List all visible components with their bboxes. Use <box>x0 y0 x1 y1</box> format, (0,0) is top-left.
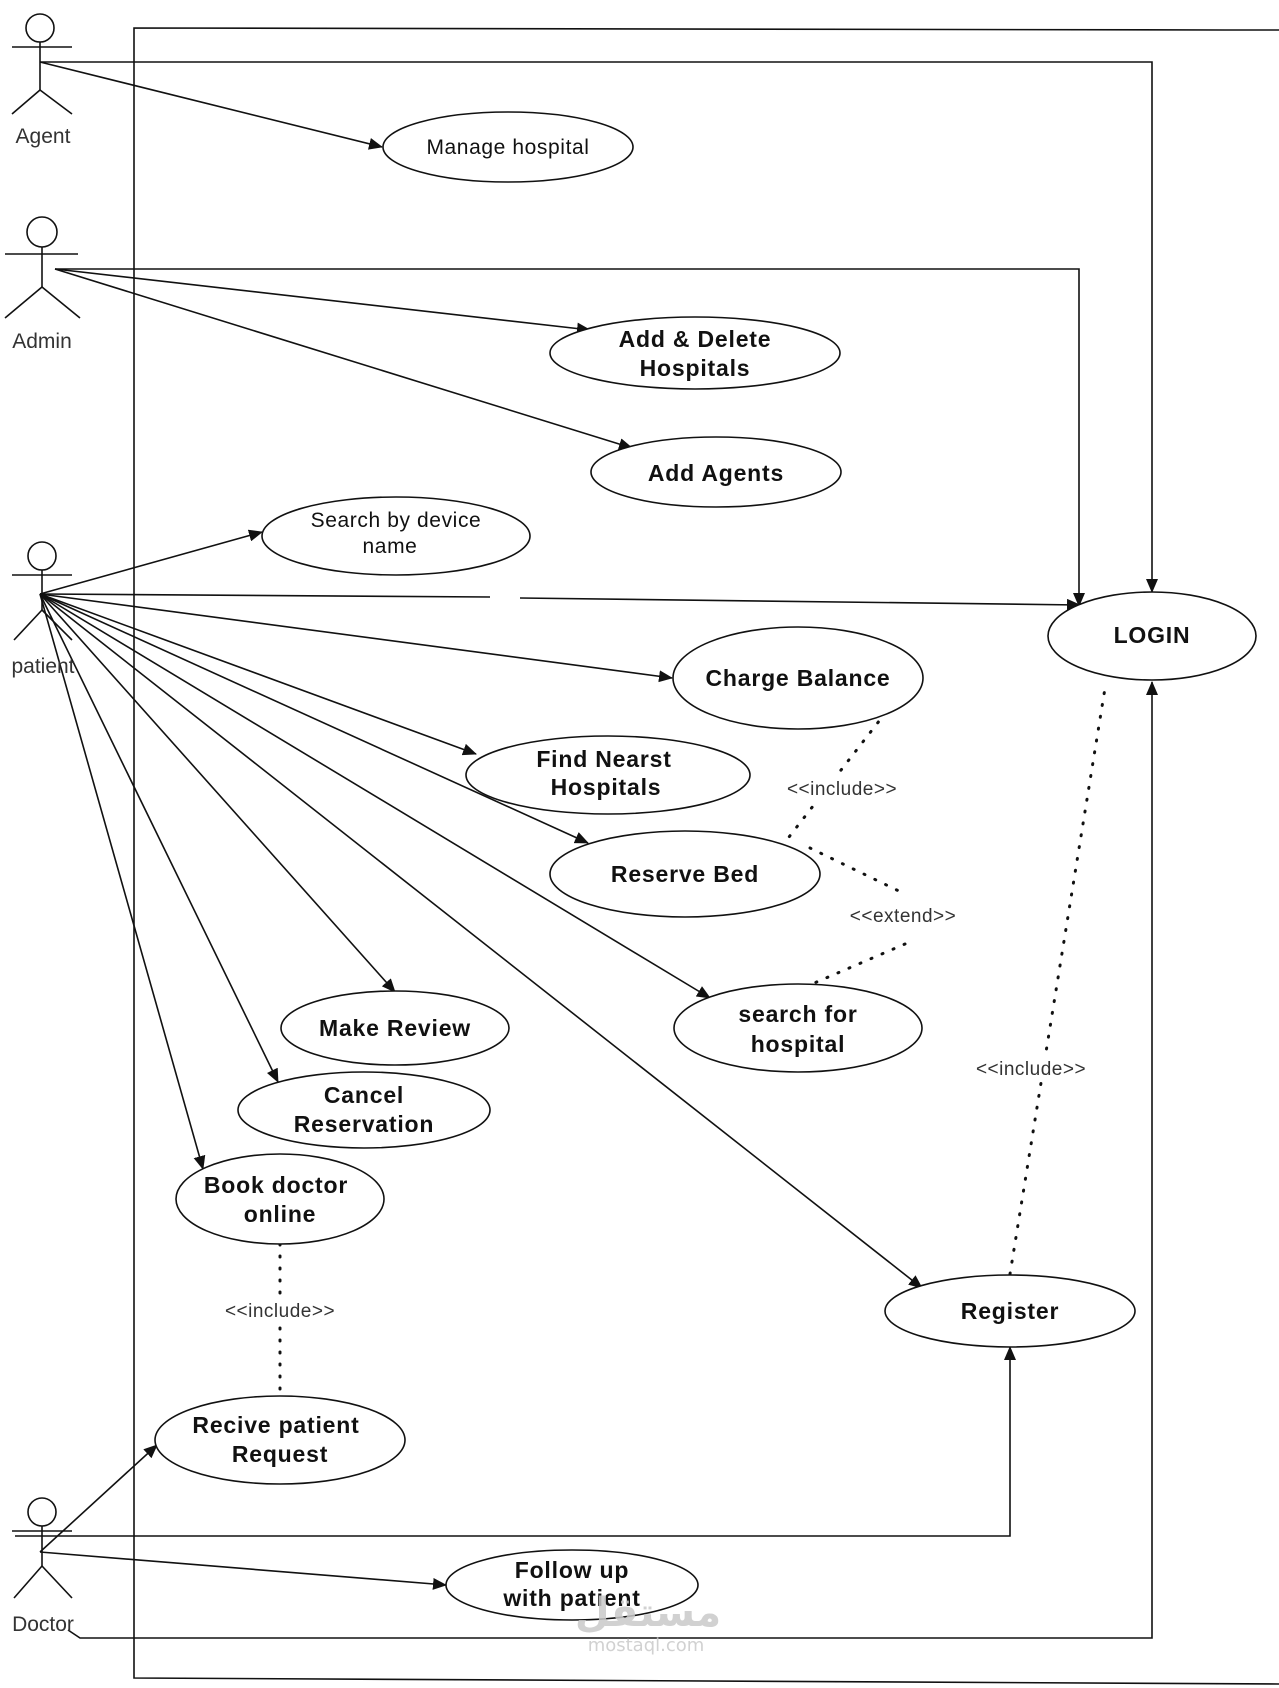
use-case-label: Cancel <box>324 1082 404 1108</box>
actor-label: Doctor <box>12 1613 74 1636</box>
use-case-label: Hospitals <box>551 774 662 800</box>
stereo-label-include-2: <<include>> <box>976 1059 1086 1080</box>
patient-to-find-nearest-line <box>39 593 477 756</box>
agent-to-login-line <box>40 61 1158 593</box>
use-case-search-for-hospital[interactable]: search for hospital <box>673 983 923 1073</box>
actor-label: Admin <box>12 330 72 353</box>
use-case-label: Reservation <box>294 1111 434 1137</box>
use-case-book-doctor-online[interactable]: Book doctor online <box>175 1153 385 1245</box>
use-case-search-by-device[interactable]: Search by device name <box>261 496 531 576</box>
use-case-label: name <box>363 535 418 558</box>
associations <box>15 61 1158 1639</box>
agent-to-manage-hospital-line <box>39 61 383 150</box>
include-register-to-login <box>1008 680 1108 1276</box>
use-case-label: Reserve Bed <box>611 861 759 887</box>
use-case-label: with patient <box>502 1585 640 1611</box>
use-case-label: Charge Balance <box>705 665 890 691</box>
patient-to-login-line-b <box>519 597 1081 611</box>
stick-figure-icon <box>12 1497 73 1599</box>
doctor-to-receive-request-line <box>39 1444 158 1553</box>
use-case-label: online <box>244 1201 317 1227</box>
use-case-make-review[interactable]: Make Review <box>280 990 510 1066</box>
actor-patient[interactable]: patient <box>11 541 75 678</box>
stereo-label-include-1: <<include>> <box>787 779 897 800</box>
admin-to-add-agents-line <box>54 268 633 450</box>
use-case-reserve-bed[interactable]: Reserve Bed <box>549 830 821 918</box>
use-case-receive-patient-request[interactable]: Recive patient Request <box>154 1395 406 1485</box>
stereo-label-include-3: <<include>> <box>225 1301 335 1322</box>
dependencies <box>278 680 1108 1398</box>
patient-to-search-device-line <box>39 529 263 595</box>
patient-to-reserve-bed-line <box>39 593 589 844</box>
use-case-label: Book doctor <box>204 1172 348 1198</box>
use-case-label: Manage hospital <box>426 136 589 159</box>
doctor-to-login-line <box>67 681 1158 1639</box>
use-case-label: LOGIN <box>1114 622 1191 648</box>
doctor-to-register-line <box>15 1346 1016 1537</box>
admin-to-add-delete-line <box>54 268 591 335</box>
use-case-login[interactable]: LOGIN <box>1047 591 1257 681</box>
patient-to-login-line <box>39 593 491 598</box>
actor-doctor[interactable]: Doctor <box>12 1497 74 1636</box>
patient-to-cancel-line <box>39 593 279 1083</box>
use-case-label: Recive patient <box>192 1412 359 1438</box>
stick-figure-icon <box>12 541 73 641</box>
patient-to-charge-balance-line <box>39 593 673 683</box>
patient-to-make-review-line <box>39 593 396 993</box>
use-case-find-nearest-hospitals[interactable]: Find Nearst Hospitals <box>465 735 751 815</box>
use-case-label: Follow up <box>515 1557 630 1583</box>
actor-agent[interactable]: Agent <box>11 13 73 148</box>
use-case-cancel-reservation[interactable]: Cancel Reservation <box>237 1071 491 1149</box>
stereotype-labels: <<include>> <<extend>> <<include>> <<inc… <box>210 774 1098 1324</box>
use-case-label: Search by device <box>311 509 482 532</box>
admin-to-login-line <box>55 268 1085 607</box>
stick-figure-icon <box>11 13 73 115</box>
stereo-label-extend: <<extend>> <box>850 906 956 927</box>
use-case-label: Register <box>961 1298 1059 1324</box>
patient-to-book-doctor-line <box>39 593 206 1170</box>
use-case-label: Add & Delete <box>619 326 772 352</box>
use-case-charge-balance[interactable]: Charge Balance <box>672 626 924 730</box>
patient-to-register-line <box>39 593 923 1289</box>
actor-label: Agent <box>16 125 71 148</box>
watermark: مستقل mostaql.com <box>575 1590 721 1656</box>
use-case-label: Request <box>232 1441 328 1467</box>
use-case-register[interactable]: Register <box>884 1274 1136 1348</box>
use-case-add-delete-hospitals[interactable]: Add & Delete Hospitals <box>549 316 841 390</box>
use-case-label: Make Review <box>319 1015 471 1041</box>
actor-label: patient <box>11 655 74 678</box>
doctor-to-follow-up-line <box>39 1551 447 1590</box>
use-case-label: Hospitals <box>640 355 751 381</box>
use-case-follow-up[interactable]: Follow up with patient <box>445 1549 699 1621</box>
watermark-url: mostaql.com <box>588 1635 705 1656</box>
watermark-logo: مستقل <box>575 1590 721 1636</box>
actor-admin[interactable]: Admin <box>4 216 81 353</box>
use-case-label: hospital <box>751 1031 846 1057</box>
use-case-add-agents[interactable]: Add Agents <box>590 436 842 508</box>
stick-figure-icon <box>4 216 81 319</box>
use-case-label: search for <box>738 1001 857 1027</box>
patient-to-search-hospital-line <box>39 593 711 999</box>
use-case-manage-hospital[interactable]: Manage hospital <box>382 111 634 183</box>
system-boundary <box>133 27 1279 1685</box>
extend-search-to-reserve-a <box>808 846 907 896</box>
use-case-label: Find Nearst <box>536 746 671 772</box>
extend-search-to-reserve-b <box>810 942 907 986</box>
use-case-label: Add Agents <box>648 460 784 486</box>
